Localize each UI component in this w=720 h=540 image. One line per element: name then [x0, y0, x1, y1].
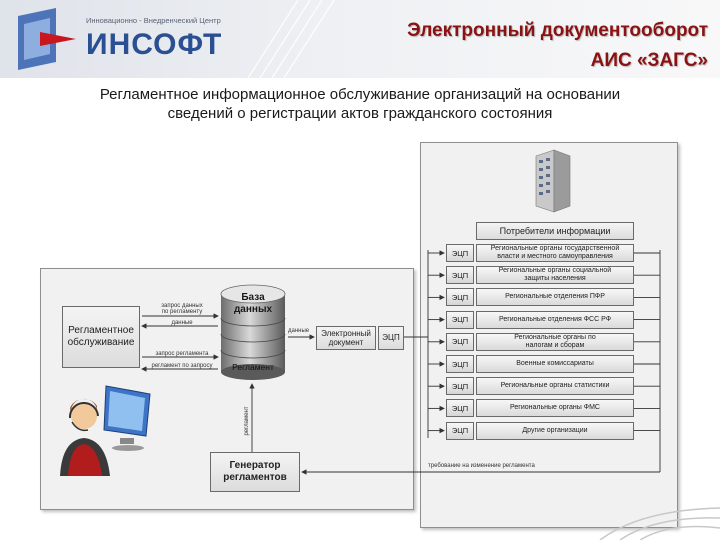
- arrow-label-data-right: данные: [288, 328, 310, 334]
- arrow-label-request-reglament: запрос регламента: [155, 351, 209, 357]
- consumer-ecp-9: ЭЦП: [446, 421, 474, 440]
- page-title-system: АИС «ЗАГС»: [590, 50, 708, 71]
- consumer-label-line1: Другие организации: [522, 426, 588, 434]
- edoc-box: Электронный документ: [316, 326, 376, 350]
- consumer-box-4: Региональные отделения ФСС РФ: [476, 310, 634, 329]
- building-icon: [535, 149, 571, 213]
- edoc-label-1: Электронный: [321, 329, 371, 338]
- consumer-ecp-8: ЭЦП: [446, 399, 474, 418]
- reglament-service-box: Регламентное обслуживание: [62, 306, 140, 368]
- consumer-box-3: Региональные отделения ПФР: [476, 288, 634, 307]
- edoc-ecp-label: ЭЦП: [382, 333, 400, 342]
- consumers-header-label: Потребители информации: [499, 226, 611, 236]
- arrow-label-data: данные: [171, 320, 193, 326]
- consumer-label-line2: власти и местного самоуправления: [497, 253, 613, 260]
- consumer-box-6: Военные комиссариаты: [476, 355, 634, 373]
- consumer-label-line1: Военные комиссариаты: [516, 360, 594, 367]
- consumer-ecp-5: ЭЦП: [446, 332, 474, 351]
- edoc-ecp-box: ЭЦП: [378, 326, 404, 350]
- consumer-box-9: Другие организации: [476, 421, 634, 440]
- consumer-label-line1: Региональные отделения ФСС РФ: [498, 315, 612, 323]
- consumer-label-line1: Региональные органы государственной: [490, 245, 620, 252]
- consumer-ecp-4: ЭЦП: [446, 310, 474, 329]
- consumer-label-line1: Региональные отделения ПФР: [505, 293, 605, 301]
- consumer-ecp-7: ЭЦП: [446, 377, 474, 396]
- generator-label-2: регламентов: [223, 472, 287, 483]
- database-reglament-label: Регламент: [232, 362, 274, 372]
- header-band: [0, 0, 720, 78]
- page-title: Электронный документооборот: [407, 20, 708, 41]
- slide-subtitle-line1: Регламентное информационное обслуживание…: [99, 86, 621, 103]
- arrow-label-reglament-vertical: регламент: [244, 406, 250, 436]
- arrow-label-change-request: требование на изменение регламента: [428, 463, 535, 469]
- database-label-1: База: [241, 292, 265, 303]
- arrow-label-request-data-1: запрос данных: [161, 303, 203, 309]
- consumer-label-line1: Региональные органы социальной: [498, 267, 612, 275]
- arrow-label-reglament-on-request: регламент по запросу: [151, 363, 213, 369]
- consumer-label: Другие организации: [522, 427, 587, 435]
- logo-icon: [18, 8, 76, 70]
- arrow-label-request-data-2: по регламенту: [161, 309, 203, 315]
- consumer-label: Региональные органы ФМС: [510, 404, 600, 412]
- consumer-label-line1: Региональные органы по: [514, 333, 596, 341]
- consumer-ecp-1: ЭЦП: [446, 244, 474, 262]
- consumers-header: Потребители информации: [476, 222, 634, 240]
- decorative-lines: [247, 0, 335, 78]
- reglament-service-label: Регламентное обслуживание: [67, 325, 135, 348]
- consumer-ecp-2: ЭЦП: [446, 266, 474, 285]
- consumer-label-line1: Региональные органы статистики: [500, 382, 610, 390]
- logo-subtitle: Инновационно - Внедренческий Центр: [86, 16, 221, 25]
- operator-icon: [60, 385, 151, 476]
- database-label-2: данных: [233, 304, 273, 315]
- generator-box: Генератор регламентов: [210, 452, 300, 492]
- database-icon: [220, 284, 286, 380]
- consumer-box-8: Региональные органы ФМС: [476, 399, 634, 418]
- consumer-label: Региональные органы статистики: [501, 382, 610, 390]
- logo-wordmark: ИНСОФТ: [86, 28, 223, 61]
- slide-subtitle-line2: сведений о регистрации актов гражданског…: [167, 105, 553, 122]
- consumer-label-line2: защиты населения: [524, 275, 586, 283]
- consumer-box-7: Региональные органы статистики: [476, 377, 634, 396]
- edoc-label-2: документ: [328, 338, 364, 347]
- consumer-label: Военные комиссариаты: [516, 360, 594, 368]
- consumer-ecp-3: ЭЦП: [446, 288, 474, 307]
- consumer-label-line2: налогам и сборам: [525, 341, 585, 349]
- decorative-corner-lines: [599, 507, 720, 540]
- consumer-label: Региональные отделения ПФР: [505, 293, 605, 301]
- generator-label-1: Генератор: [229, 460, 281, 471]
- consumer-label: Региональные отделения ФСС РФ: [499, 316, 611, 324]
- consumer-label-line1: Региональные органы ФМС: [510, 404, 600, 412]
- consumer-ecp-6: ЭЦП: [446, 355, 474, 373]
